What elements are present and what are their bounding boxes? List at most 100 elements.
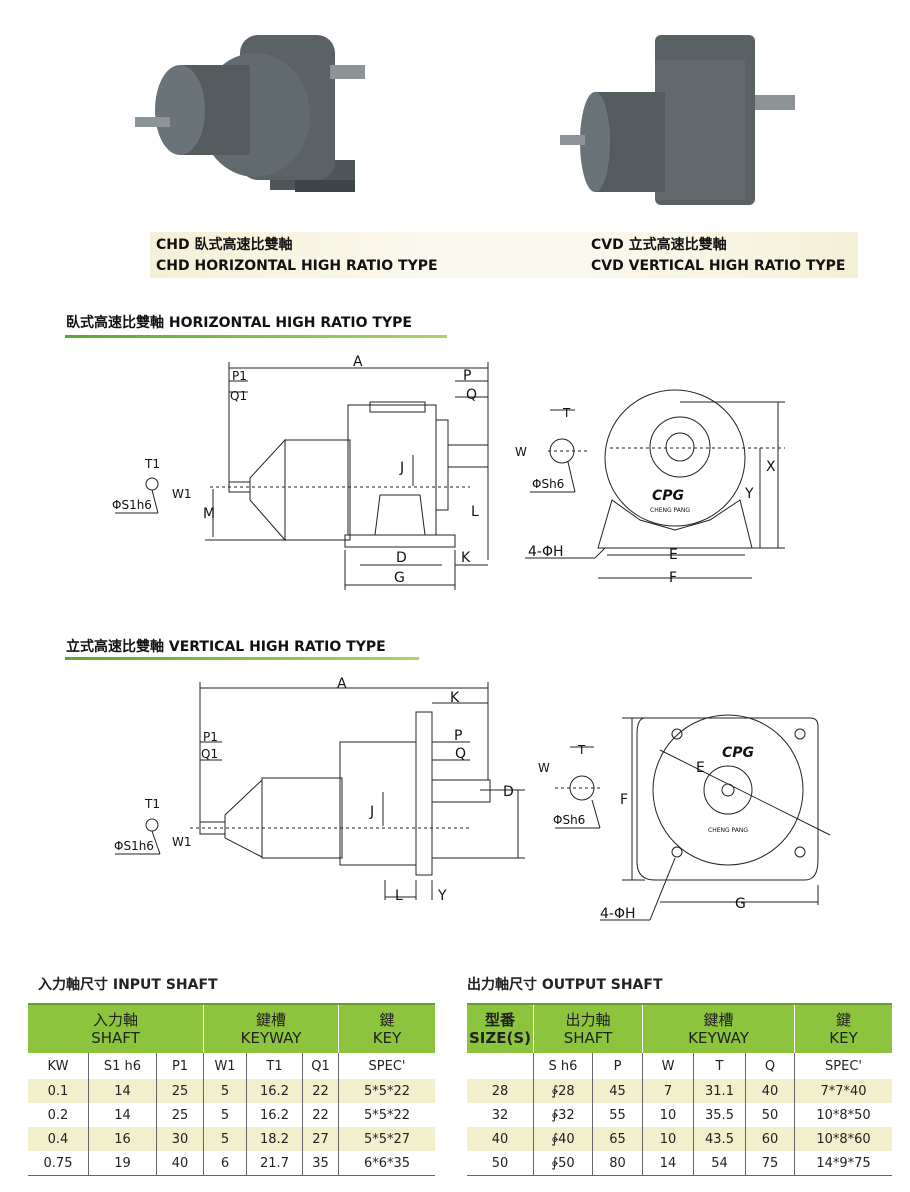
dim-W1: W1 <box>172 835 192 849</box>
label: KEY <box>829 1029 858 1047</box>
input-shaft-title: 入力軸尺寸 INPUT SHAFT <box>38 977 218 993</box>
label: KEYWAY <box>240 1029 302 1047</box>
label: SHAFT <box>91 1029 140 1047</box>
table-cell: 50 <box>745 1103 795 1127</box>
table-cell: 45 <box>592 1079 643 1103</box>
table-cell: 25 <box>156 1079 204 1103</box>
label: 出力軸 <box>565 1011 611 1029</box>
chd-caption: CHD 臥式高速比雙軸 CHD HORIZONTAL HIGH RATIO TY… <box>156 235 438 277</box>
table-cell: 28 <box>467 1079 534 1103</box>
table-cell: SPEC' <box>794 1053 892 1079</box>
table-cell: 40 <box>467 1127 534 1151</box>
table-cell: 10 <box>642 1127 694 1151</box>
label: SHAFT <box>563 1029 613 1047</box>
dim-A: A <box>353 354 363 370</box>
chd-caption-en: CHD HORIZONTAL HIGH RATIO TYPE <box>156 258 438 274</box>
table-cell: Q <box>745 1053 795 1079</box>
table-cell: 6 <box>203 1151 247 1176</box>
table-cell: 5 <box>203 1079 247 1103</box>
cpg-logo-sub: CHENG PANG <box>708 827 748 834</box>
table-cell: 5*5*27 <box>338 1127 435 1151</box>
table-cell: 32 <box>491 1107 509 1123</box>
table-cell: 60 <box>745 1127 795 1151</box>
cvd-gearmotor-photo <box>560 35 795 205</box>
label: 鍵 <box>379 1011 395 1029</box>
label: 型番 <box>484 1011 515 1029</box>
table-cell: 30 <box>156 1127 204 1151</box>
table-cell: 0.2 <box>47 1107 69 1123</box>
table-cell: 25 <box>156 1103 204 1127</box>
dim-Q1: Q1 <box>201 747 218 761</box>
table-cell: 65 <box>592 1127 643 1151</box>
table-cell: S1 h6 <box>88 1053 157 1079</box>
dim-Y: Y <box>437 888 447 904</box>
dim-P1: P1 <box>203 730 218 744</box>
dim-J: J <box>369 804 374 820</box>
table-cell: 10*8*60 <box>794 1127 892 1151</box>
table-cell: 10*8*50 <box>794 1103 892 1127</box>
dim-K: K <box>461 550 471 566</box>
table-cell: 54 <box>693 1151 746 1176</box>
table-cell: KW <box>47 1058 69 1074</box>
dim-E: E <box>669 547 678 563</box>
table-cell: W <box>642 1053 694 1079</box>
dim-Q: Q <box>455 746 466 762</box>
dim-P: P <box>463 368 471 384</box>
label: 鍵槽 <box>703 1011 734 1029</box>
table-cell: 14*9*75 <box>794 1151 892 1176</box>
dim-X: X <box>766 459 776 475</box>
table-cell: 50 <box>467 1151 534 1176</box>
table-cell: ∲40 <box>533 1127 593 1151</box>
table-cell: 14 <box>642 1151 694 1176</box>
table-cell: 0.1 <box>28 1079 89 1103</box>
dim-4-H: 4-ΦH <box>528 544 564 560</box>
dim-T: T <box>562 406 571 420</box>
table-cell: Q1 <box>302 1053 339 1079</box>
table-cell: ∲28 <box>533 1079 593 1103</box>
dim-Q: Q <box>466 387 477 403</box>
dim-T1: T1 <box>144 457 160 471</box>
label: 鍵 <box>835 1011 851 1029</box>
label: 鍵槽 <box>255 1011 286 1029</box>
cpg-logo-sub: CHENG PANG <box>650 507 690 514</box>
table-cell: 10 <box>642 1103 694 1127</box>
dim-D: D <box>503 784 514 800</box>
dim-L: L <box>395 888 403 904</box>
cpg-logo: CPG <box>722 745 754 761</box>
table-cell: T1 <box>246 1053 303 1079</box>
dim-Sh6: ΦSh6 <box>553 813 585 827</box>
table-cell: 35.5 <box>693 1103 746 1127</box>
table-cell: 16.2 <box>246 1103 303 1127</box>
table-cell <box>467 1053 534 1079</box>
table-cell: P1 <box>156 1053 204 1079</box>
dim-G: G <box>394 570 405 586</box>
dim-L: L <box>471 504 479 520</box>
chd-caption-cn: CHD 臥式高速比雙軸 <box>156 237 293 253</box>
table-cell: 55 <box>592 1103 643 1127</box>
label: KEY <box>372 1029 402 1047</box>
table-cell: 31.1 <box>693 1079 746 1103</box>
table-cell: 7 <box>642 1079 694 1103</box>
section-underline <box>65 335 447 338</box>
dim-4-H: 4-ΦH <box>600 906 636 922</box>
dim-Y: Y <box>744 486 754 502</box>
dim-M: M <box>203 506 215 522</box>
dim-W1: W1 <box>172 487 192 501</box>
dim-G: G <box>735 896 746 912</box>
dim-E: E <box>696 760 705 776</box>
cpg-logo: CPG <box>652 488 684 504</box>
table-cell: 5 <box>203 1127 247 1151</box>
table-cell: 7*7*40 <box>794 1079 892 1103</box>
table-cell: ∲32 <box>533 1103 593 1127</box>
table-cell: 22 <box>302 1103 339 1127</box>
